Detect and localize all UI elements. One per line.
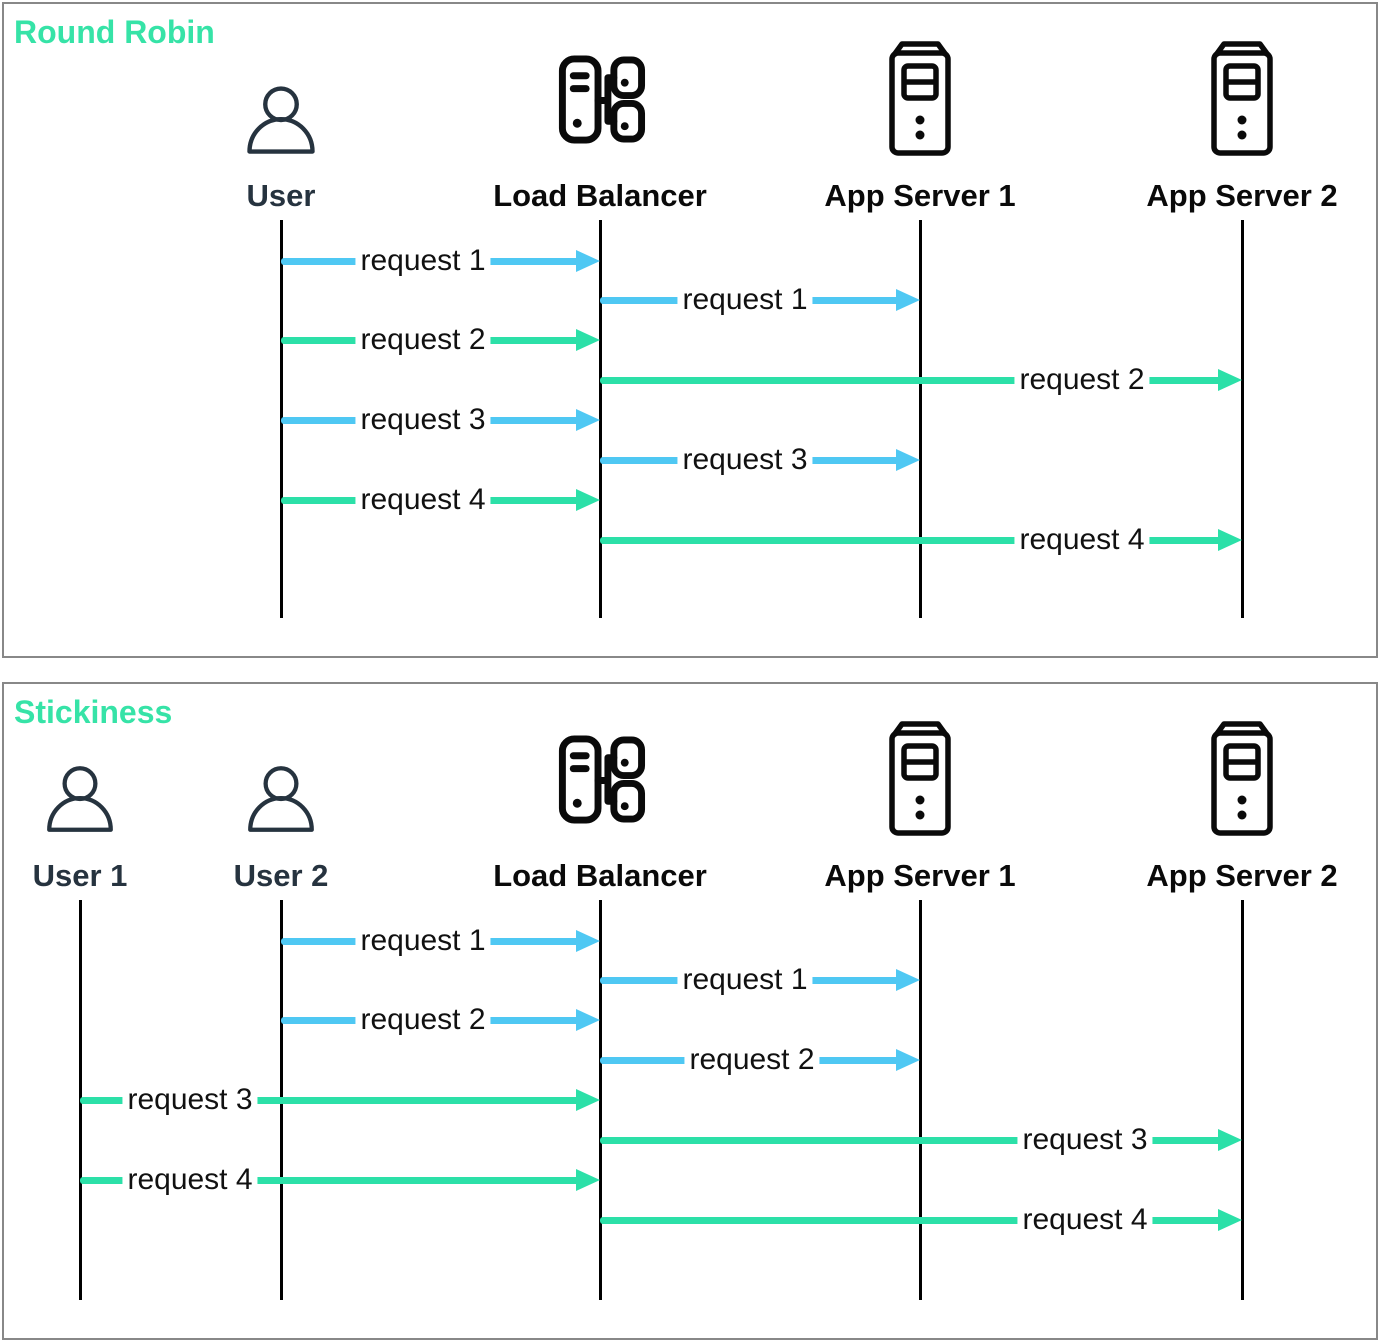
arrowhead <box>896 969 920 991</box>
actor-label-app-server-2: App Server 2 <box>1146 178 1338 213</box>
actor-label-load-balancer: Load Balancer <box>493 858 707 893</box>
lifeline-app-server-2 <box>1240 220 1244 618</box>
arrow-label: request 4 <box>122 1162 258 1198</box>
arrowhead <box>1218 369 1242 391</box>
user-icon <box>240 758 322 840</box>
arrowhead <box>576 489 600 511</box>
arrowhead <box>1218 1209 1242 1231</box>
arrow-label: request 1 <box>677 962 813 998</box>
arrowhead <box>896 449 920 471</box>
panel-title: Stickiness <box>14 694 173 730</box>
actor-label-user: User <box>246 178 316 213</box>
arrowhead <box>576 1089 600 1111</box>
arrow-label: request 1 <box>677 282 813 318</box>
arrow-label: request 2 <box>355 1002 491 1038</box>
server-icon <box>1201 718 1283 838</box>
arrowhead <box>1218 529 1242 551</box>
arrow-label: request 2 <box>355 322 491 358</box>
arrowhead <box>576 1169 600 1191</box>
arrow-label: request 2 <box>1014 362 1150 398</box>
panel-title: Round Robin <box>14 14 215 50</box>
arrow-line <box>600 1136 1222 1144</box>
server-icon <box>879 38 961 158</box>
load-balancer-icon <box>550 52 650 147</box>
actor-label-user-1: User 1 <box>32 858 128 893</box>
arrowhead <box>576 930 600 952</box>
server-icon <box>879 718 961 838</box>
lifeline-app-server-1 <box>918 900 922 1300</box>
arrowhead <box>576 409 600 431</box>
arrow-line <box>80 1096 580 1104</box>
lifeline-app-server-2 <box>1240 900 1244 1300</box>
arrow-line <box>600 376 1222 384</box>
arrow-label: request 4 <box>1014 522 1150 558</box>
arrow-label: request 2 <box>684 1042 820 1078</box>
arrow-label: request 1 <box>355 923 491 959</box>
arrow-label: request 3 <box>355 402 491 438</box>
arrowhead <box>576 329 600 351</box>
actor-label-user-2: User 2 <box>233 858 329 893</box>
panel-stickiness <box>2 682 1378 1340</box>
user-icon <box>239 78 323 162</box>
arrow-label: request 4 <box>1017 1202 1153 1238</box>
arrow-line <box>80 1176 580 1184</box>
arrowhead <box>896 289 920 311</box>
arrow-label: request 4 <box>355 482 491 518</box>
lifeline-app-server-1 <box>918 220 922 618</box>
panel-round-robin <box>2 2 1378 658</box>
arrowhead <box>1218 1129 1242 1151</box>
arrow-line <box>600 1216 1222 1224</box>
lifeline-load-balancer <box>598 220 602 618</box>
actor-label-app-server-1: App Server 1 <box>824 178 1016 213</box>
load-balancer-icon <box>550 732 650 827</box>
arrowhead <box>896 1049 920 1071</box>
arrow-label: request 3 <box>1017 1122 1153 1158</box>
lifeline-load-balancer <box>598 900 602 1300</box>
arrow-label: request 3 <box>122 1082 258 1118</box>
actor-label-app-server-1: App Server 1 <box>824 858 1016 893</box>
arrow-label: request 1 <box>355 243 491 279</box>
arrowhead <box>576 250 600 272</box>
arrowhead <box>576 1009 600 1031</box>
arrow-label: request 3 <box>677 442 813 478</box>
server-icon <box>1201 38 1283 158</box>
arrow-line <box>600 536 1222 544</box>
actor-label-app-server-2: App Server 2 <box>1146 858 1338 893</box>
actor-label-load-balancer: Load Balancer <box>493 178 707 213</box>
user-icon <box>39 758 121 840</box>
